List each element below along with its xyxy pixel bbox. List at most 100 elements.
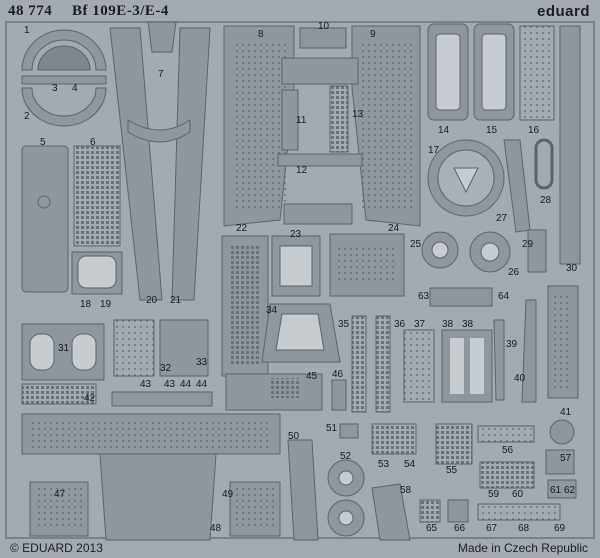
set-number: 48 774 xyxy=(8,3,53,19)
part-10 xyxy=(299,27,347,49)
part-number-label: 36 xyxy=(394,319,406,330)
part-58 xyxy=(371,483,411,541)
part-51 xyxy=(339,423,359,439)
part-number-label: 49 xyxy=(222,489,234,500)
part-42 xyxy=(21,383,97,405)
model-title: Bf 109E-3/E-4 xyxy=(72,3,169,19)
part-12 xyxy=(277,153,363,167)
part-36 xyxy=(375,315,391,413)
part-number-label: 27 xyxy=(496,213,508,224)
part-number-label: 41 xyxy=(560,407,572,418)
part-number-label: 31 xyxy=(58,343,70,354)
part-number-label: 55 xyxy=(446,465,458,476)
part-number-label: 62 xyxy=(564,485,576,496)
part-number-label: 19 xyxy=(100,299,112,310)
part-number-label: 45 xyxy=(306,371,318,382)
part-37 xyxy=(403,329,435,403)
part-number-label: 23 xyxy=(290,229,302,240)
part-number-label: 18 xyxy=(80,299,92,310)
part-number-label: 12 xyxy=(296,165,308,176)
part-number-label: 1 xyxy=(24,25,30,36)
part-6 xyxy=(73,145,121,247)
part-number-label: 67 xyxy=(486,523,498,534)
part-number-label: 22 xyxy=(236,223,248,234)
part-41 xyxy=(549,419,575,445)
brand-logo: eduard xyxy=(536,3,590,20)
part-number-label: 34 xyxy=(266,305,278,316)
part-number-label: 26 xyxy=(508,267,520,278)
part-65 xyxy=(419,499,441,523)
part-number-label: 42 xyxy=(84,393,96,404)
part-number-label: 58 xyxy=(400,485,412,496)
part-61-62 xyxy=(547,479,577,499)
part-number-label: 63 xyxy=(418,291,430,302)
part-16 xyxy=(519,25,555,121)
part-number-label: 33 xyxy=(196,357,208,368)
part-5 xyxy=(21,145,69,293)
part-38 xyxy=(441,329,493,403)
part-11 xyxy=(281,89,299,151)
part-55 xyxy=(435,423,473,465)
part-27 xyxy=(503,139,531,233)
part-number-label: 48 xyxy=(210,523,222,534)
part-number-label: 69 xyxy=(554,523,566,534)
part-number-label: 46 xyxy=(332,369,344,380)
part-40 xyxy=(521,299,537,403)
part-number-label: 59 xyxy=(488,489,500,500)
part-number-label: 66 xyxy=(454,523,466,534)
part-57 xyxy=(545,449,575,475)
part-number-label: 10 xyxy=(318,21,330,32)
part-number-label: 47 xyxy=(54,489,66,500)
part-number-label: 57 xyxy=(560,453,572,464)
part-number-label: 4 xyxy=(72,83,78,94)
part-13 xyxy=(329,85,349,153)
part-number-label: 29 xyxy=(522,239,534,250)
part-number-label: 60 xyxy=(512,489,524,500)
part-number-label: 6 xyxy=(90,137,96,148)
part-number-label: 32 xyxy=(160,363,172,374)
part-number-label: 11 xyxy=(296,115,307,126)
part-number-label: 30 xyxy=(566,263,578,274)
part-30 xyxy=(559,25,581,265)
part-number-label: 43 xyxy=(164,379,176,390)
part-number-label: 21 xyxy=(170,295,182,306)
part-66 xyxy=(447,499,469,523)
part-number-label: 50 xyxy=(288,431,300,442)
part-number-label: 35 xyxy=(338,319,350,330)
part-number-label: 16 xyxy=(528,125,540,136)
part-number-label: 37 xyxy=(414,319,426,330)
part-number-label: 17 xyxy=(428,145,440,156)
part-67-69 xyxy=(477,503,561,521)
origin-text: Made in Czech Republic xyxy=(457,541,588,555)
part-number-label: 25 xyxy=(410,239,422,250)
part-53-54 xyxy=(371,423,417,455)
part-33 xyxy=(159,319,209,377)
part-1-4-seat-rings xyxy=(21,29,107,127)
part-50 xyxy=(287,439,319,541)
part-number-label: 64 xyxy=(498,291,510,302)
part-59-60 xyxy=(479,461,535,489)
part-46 xyxy=(331,379,347,411)
part-20-21-spars xyxy=(109,27,211,301)
copyright-text: © EDUARD 2013 xyxy=(10,541,103,555)
part-number-label: 68 xyxy=(518,523,530,534)
part-number-label: 53 xyxy=(378,459,390,470)
part-number-label: 15 xyxy=(486,125,498,136)
part-number-label: 13 xyxy=(352,109,364,120)
part-number-label: 14 xyxy=(438,125,450,136)
part-number-label: 2 xyxy=(24,111,30,122)
part-number-label: 28 xyxy=(540,195,552,206)
part-28 xyxy=(534,138,554,190)
part-35 xyxy=(351,315,367,413)
part-number-label: 52 xyxy=(340,451,352,462)
part-63-64 xyxy=(429,287,493,307)
part-48 xyxy=(99,453,217,541)
part-number-label: 39 xyxy=(506,339,518,350)
part-number-label: 38 xyxy=(442,319,454,330)
part-7 xyxy=(147,21,177,53)
part-43-44 xyxy=(111,391,213,407)
part-number-label: 61 xyxy=(550,485,562,496)
part-number-label: 44 xyxy=(196,379,208,390)
